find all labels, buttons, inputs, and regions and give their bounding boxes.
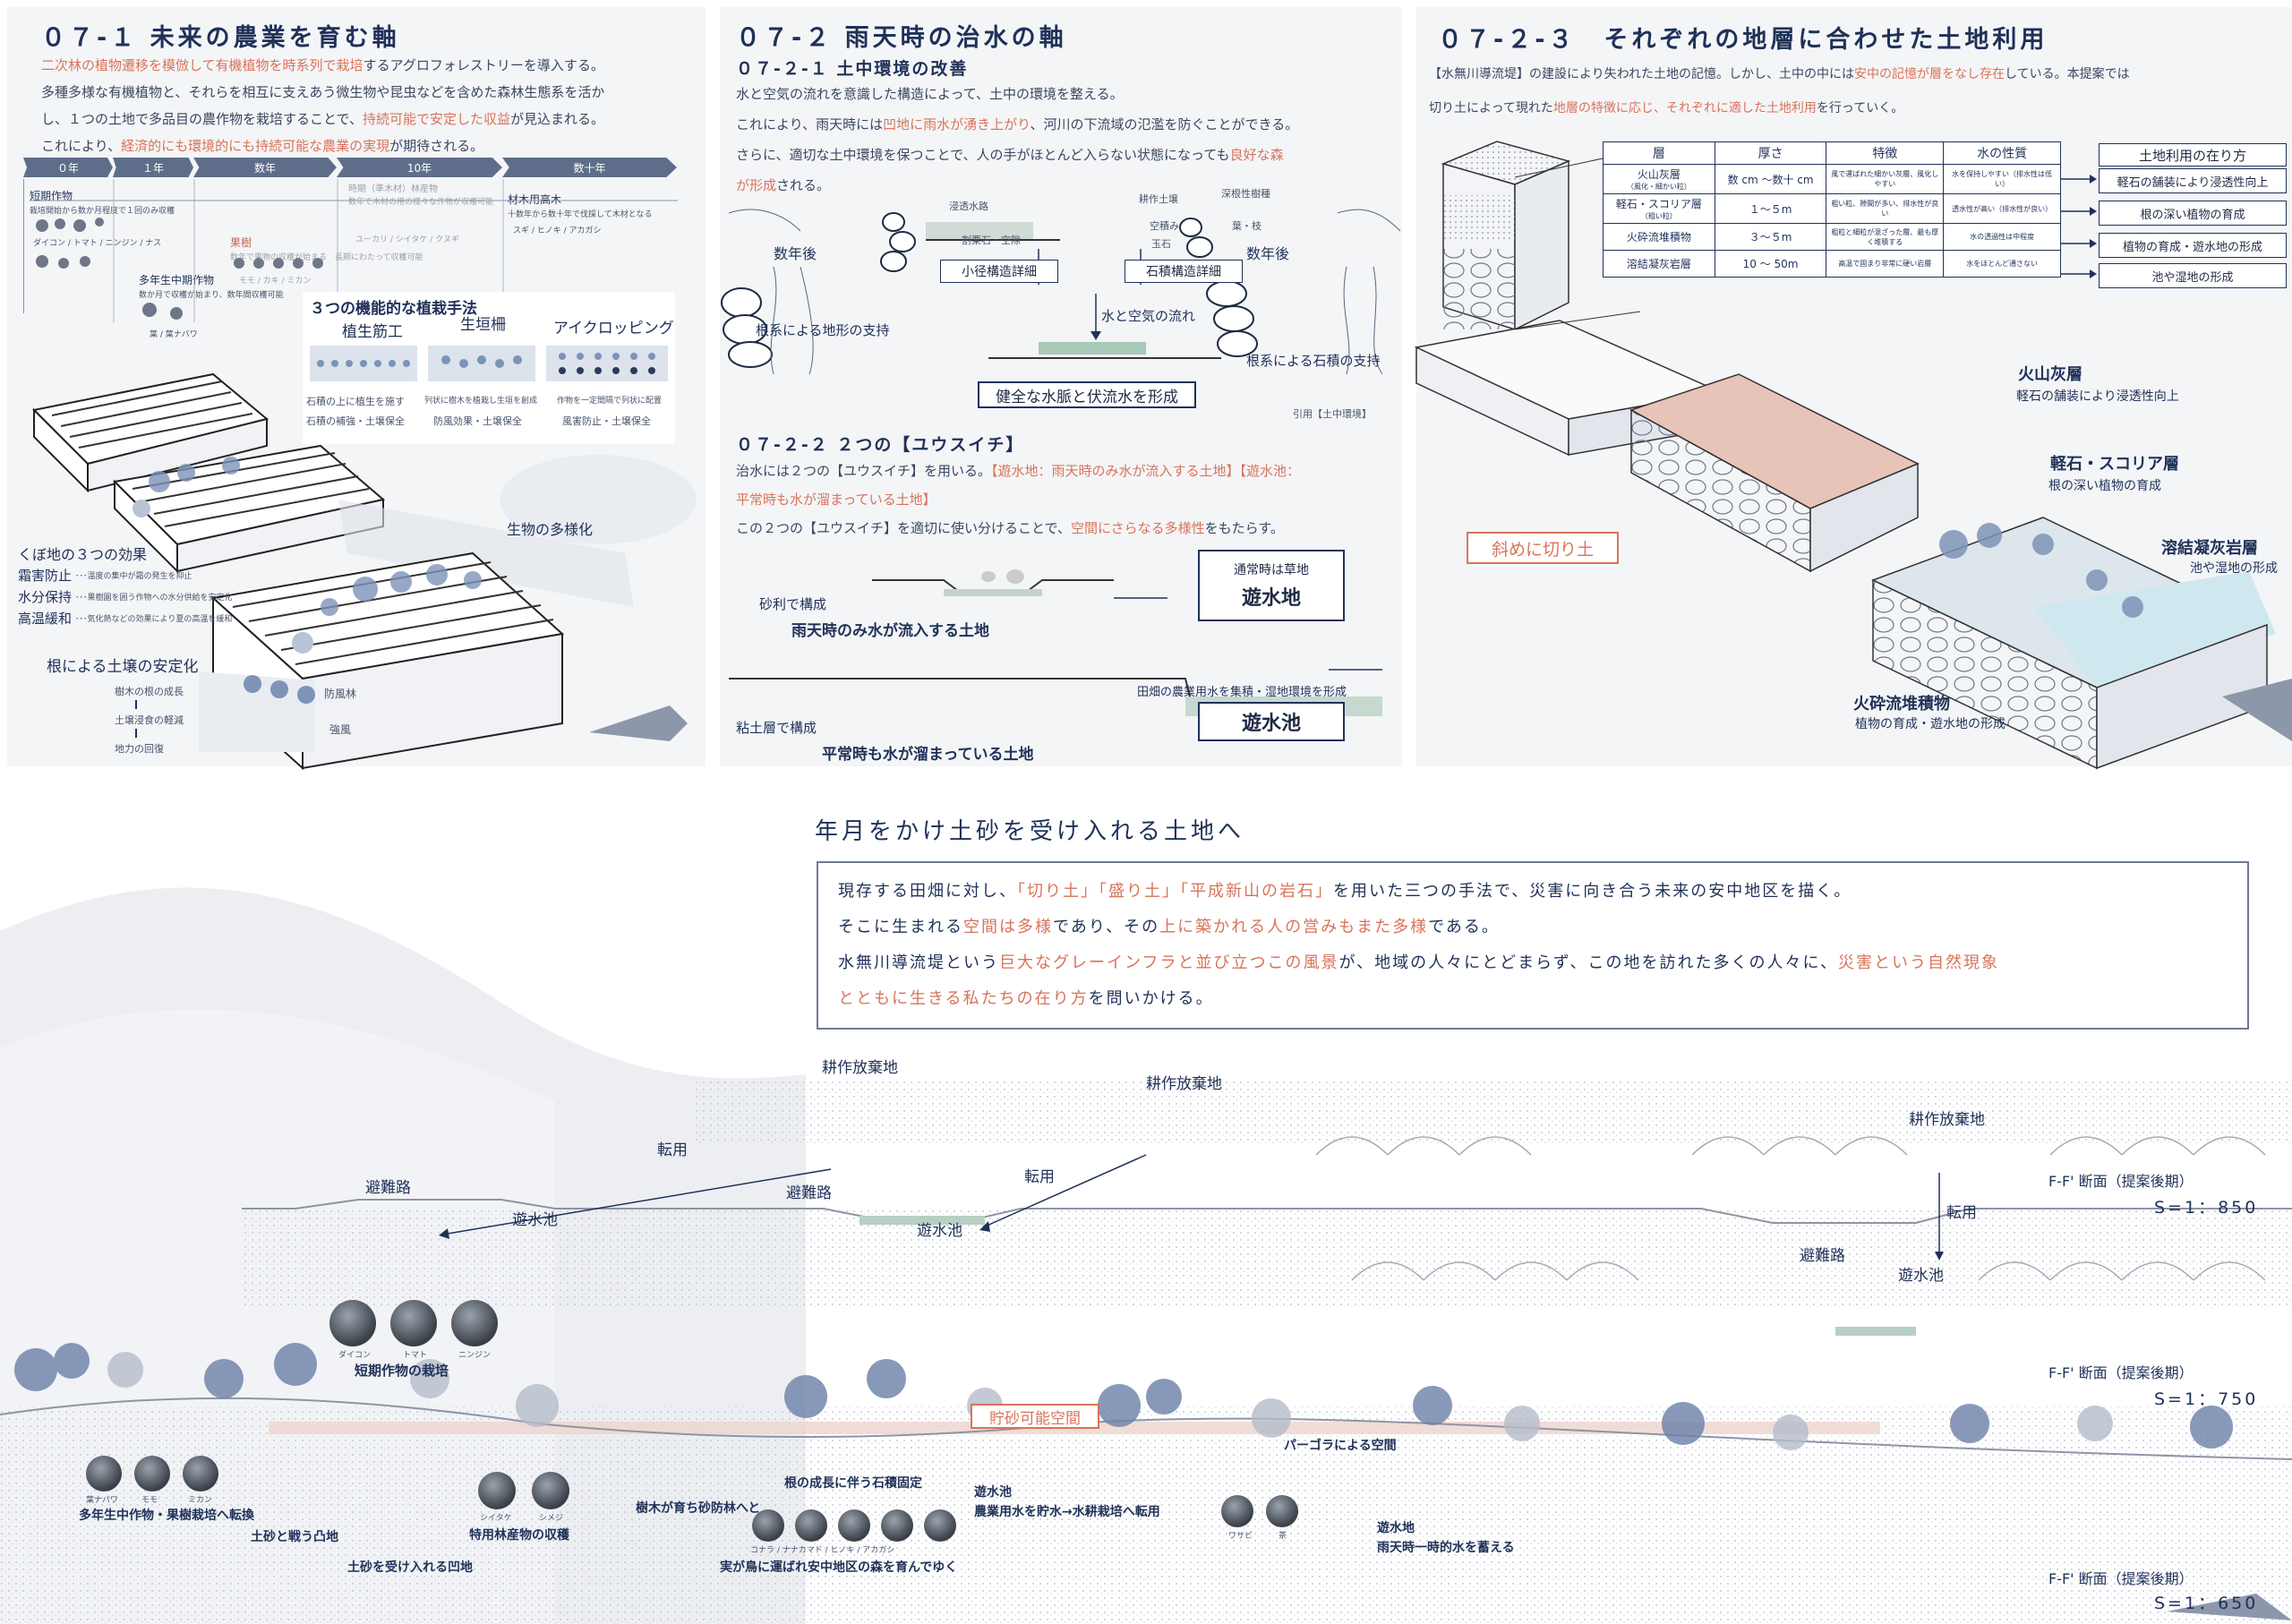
p1-title: ０７-１ 未来の農業を育む軸 [41,24,400,52]
timeline-cell: 数年 [193,158,337,177]
timeline-cell: １年 [113,158,193,177]
bottom-statement: 現存する田畑に対し、「切り土」「盛り土」「平成新山の岩石」を用いた三つの手法で、… [817,861,2249,1030]
root-stabilize: 根による土壌の安定化 樹木の根の成長 土壌浸食の軽減 地力の回復 防風林 強風 [47,654,387,761]
diagonal-cut-label: 斜めに切り土 [1467,532,1619,564]
methods-sketch [310,346,668,381]
panel-flood-control: ０７-２ 雨天時の治水の軸 ０７-２-１ 土中環境の改善 水と空気の流れを意識し… [720,7,1402,766]
forest-photo [881,1509,913,1542]
table-row: 火山灰層（風化・細かい粒） 数 cm ～数十 cm 風で運ばれた細かい灰層、風化… [1603,164,2061,194]
table-row: 溶結凝灰岩層 10 ～ 50m 高温で固まり非常に硬い岩層 水をほとんど通さない [1603,250,2061,278]
stone-structure-detail: 石積構造詳細 [1125,260,1243,283]
p1-lead: 二次林の植物遷移を模倣して有機植物を時系列で栽培するアグロフォレストリーを導入す… [41,57,605,154]
water-vein-box: 健全な水脈と伏流水を形成 [978,381,1196,408]
land-use-item: 根の深い植物の育成 [2099,201,2287,226]
land-use-item: 池や湿地の形成 [2099,263,2287,288]
p2-title: ０７-２ 雨天時の治水の軸 [736,24,1067,52]
mandarin-photo [183,1456,218,1492]
p2-text1: 水と空気の流れを意識した構造によって、土中の環境を整える。 これにより、雨天時に… [736,86,1299,193]
p2-sub1: ０７-２-１ 土中環境の改善 [736,59,969,79]
timeline-cell: 数十年 [502,158,677,177]
carrot-photo [451,1300,498,1346]
forest-photo [838,1509,870,1542]
yusui-pond-box: 遊水池 [1198,702,1345,741]
tea-photo [1266,1495,1298,1527]
root-sketch [135,671,315,752]
small-structure-detail: 小径構造詳細 [940,260,1058,283]
timeline-cell: ０年 [23,158,113,177]
land-use-item: 植物の育成・遊水地の形成 [2099,233,2287,258]
forest-photo [752,1509,784,1542]
panel-strata: ０７-２-３ それぞれの地層に合わせた土地利用 【水無川導流堤】の建設により失わ… [1414,7,2292,770]
methods-card: ３つの機能的な植栽手法 植生筋工 生垣柵 アイクロッピング 石積の上に植生を施す… [303,292,675,444]
daikon-photo [329,1300,376,1346]
forest-photo [795,1509,827,1542]
p3-text: 【水無川導流堤】の建設により失われた土地の記憶。しかし、土中の中には安中の記憶が… [1429,67,2130,115]
strata-table: 層 厚さ 特徴 水の性質 火山灰層（風化・細かい粒） 数 cm ～数十 cm 風… [1603,141,2061,278]
fruit-photo [86,1456,122,1492]
timeline-body: 短期作物 栽培開始から数か月程度で１回のみ収穫 ダイコン / トマト / ニンジ… [23,179,678,339]
landscape-sections [0,887,2292,1624]
yusui-land-box: 通常時は草地 遊水地 [1198,550,1345,621]
land-use-item: 軽石の舗装により浸透性向上 [2099,168,2287,193]
forest-photo [924,1509,956,1542]
soil-diagram [721,209,1401,405]
bottom-section: 年月をかけ土砂を受け入れる土地へ 現存する田畑に対し、「切り土」「盛り土」「平成… [0,779,2292,1624]
shiitake-photo [478,1472,516,1509]
storage-space-label: 貯砂可能空間 [971,1404,1099,1429]
p2-sub2: ０７-２-２ ２つの【ユウスイチ】 [736,435,1025,455]
methods-title: ３つの機能的な植栽手法 [310,300,477,318]
shimeji-photo [532,1472,569,1509]
p3-title: ０７-２-３ それぞれの地層に合わせた土地利用 [1438,26,2048,54]
timeline-cell: 10年 [337,158,502,177]
panel-agriculture: ０７-１ 未来の農業を育む軸 二次林の植物遷移を模倣して有機植物を時系列で栽培す… [7,7,706,771]
tomato-photo [390,1300,437,1346]
wasabi-photo [1221,1495,1253,1527]
strata-block-diagram [1414,141,2292,770]
p2-text2: 治水には２つの【ユウスイチ】を用いる。【遊水地：雨天時のみ水が流入する土地】【遊… [736,463,1301,536]
peach-photo [134,1456,170,1492]
timeline-bar: ０年 １年 数年 10年 数十年 [23,158,677,177]
bottom-title: 年月をかけ土砂を受け入れる土地へ [815,818,1245,845]
table-arrows [2061,175,2097,278]
table-row: 火砕流堆積物 ３～５m 粗粒と細粒が混ざった層、最も厚く堆積する 水の透過性は中… [1603,223,2061,251]
land-use-header: 土地利用の在り方 [2099,143,2287,167]
table-row: 軽石・スコリア層（粗い粒） １～５m 粗い粒、隙間が多い、排水性が良い 透水性が… [1603,193,2061,224]
